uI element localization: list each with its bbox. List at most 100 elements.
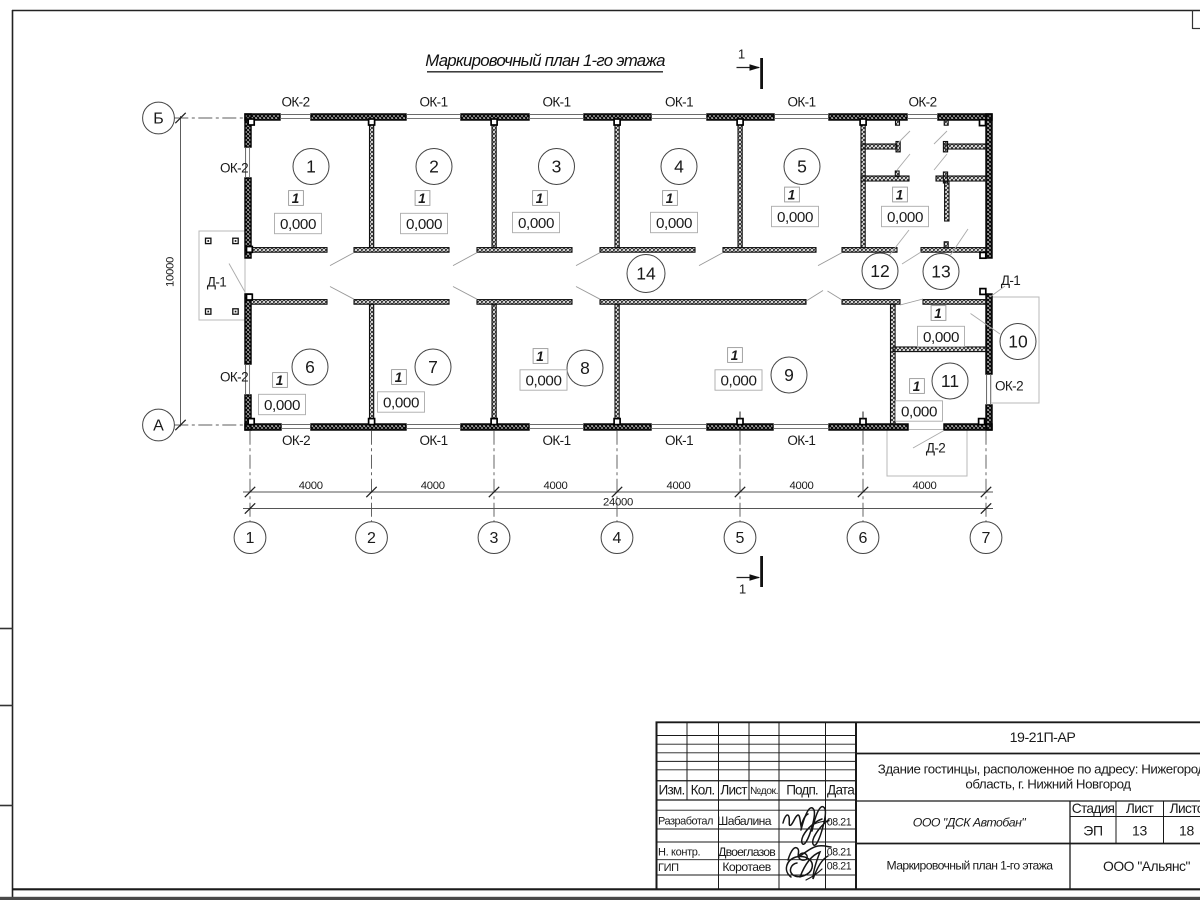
svg-text:08.21: 08.21 [827,816,852,828]
svg-text:Б: Б [153,111,164,128]
svg-text:ОК-2: ОК-2 [909,95,937,110]
svg-text:Н. контр.: Н. контр. [658,847,701,859]
svg-text:ОК-1: ОК-1 [543,95,571,110]
svg-text:7: 7 [982,530,991,547]
svg-text:Подп.: Подп. [786,783,818,798]
svg-text:4000: 4000 [421,480,445,492]
svg-text:Разработал: Разработал [658,816,713,828]
svg-text:13: 13 [1132,823,1147,839]
svg-text:0,000: 0,000 [887,209,923,226]
svg-text:Маркировочный план 1-го этажа: Маркировочный план 1-го этажа [887,859,1054,873]
svg-text:Шабалина: Шабалина [717,814,772,828]
svg-text:1: 1 [246,530,255,547]
svg-text:А: А [153,418,164,435]
svg-text:0,000: 0,000 [280,216,316,233]
svg-text:ОК-1: ОК-1 [665,95,693,110]
svg-text:12: 12 [870,261,889,281]
svg-text:0,000: 0,000 [923,329,959,346]
svg-text:4000: 4000 [667,480,691,492]
svg-text:ОК-1: ОК-1 [665,433,693,448]
svg-text:0,000: 0,000 [777,209,813,226]
svg-text:Двоеглазов: Двоеглазов [718,845,775,859]
svg-text:ЭП: ЭП [1083,823,1103,839]
svg-text:10: 10 [1008,332,1028,352]
svg-text:4000: 4000 [544,480,568,492]
svg-text:Изм.: Изм. [659,783,685,798]
svg-text:13: 13 [931,262,950,282]
svg-text:4000: 4000 [913,480,937,492]
svg-text:ОК-2: ОК-2 [220,161,248,176]
svg-text:2: 2 [367,530,376,547]
svg-text:0,000: 0,000 [720,372,756,389]
svg-text:0,000: 0,000 [525,372,561,389]
svg-text:ОК-2: ОК-2 [220,370,248,385]
svg-text:4: 4 [674,157,684,177]
svg-text:14: 14 [636,264,656,284]
svg-text:Маркировочный план 1-го этажа: Маркировочный план 1-го этажа [425,51,665,70]
svg-text:6: 6 [305,357,315,377]
svg-text:4: 4 [613,530,622,547]
svg-text:24000: 24000 [603,497,633,509]
svg-text:№док.: №док. [750,786,778,797]
svg-text:ОК-2: ОК-2 [995,379,1023,394]
svg-text:1: 1 [913,379,921,394]
svg-text:8: 8 [580,358,590,378]
svg-text:ОК-1: ОК-1 [420,95,448,110]
svg-text:ОК-1: ОК-1 [420,433,448,448]
svg-text:3: 3 [552,157,562,177]
svg-text:1: 1 [739,582,746,597]
svg-text:2: 2 [429,157,439,177]
svg-text:1: 1 [395,370,403,385]
svg-text:5: 5 [736,530,745,547]
svg-text:Кол.: Кол. [691,783,715,798]
svg-text:Лист: Лист [1126,801,1155,816]
svg-text:6: 6 [859,530,868,547]
svg-text:0,000: 0,000 [406,216,442,233]
svg-text:Д-1: Д-1 [1001,273,1020,288]
svg-text:1: 1 [666,191,674,206]
svg-text:3: 3 [490,530,499,547]
svg-text:ОК-1: ОК-1 [787,433,815,448]
svg-text:08.21: 08.21 [827,847,852,859]
svg-text:5: 5 [797,157,807,177]
svg-text:1: 1 [788,187,796,202]
svg-text:1: 1 [731,348,739,363]
svg-text:Стадия: Стадия [1072,801,1115,816]
svg-text:0,000: 0,000 [264,397,300,414]
svg-text:ОК-1: ОК-1 [543,433,571,448]
svg-text:1: 1 [292,191,300,206]
svg-text:1: 1 [306,157,316,177]
svg-text:4000: 4000 [299,480,323,492]
svg-text:08.21: 08.21 [827,860,852,872]
svg-text:18: 18 [1179,823,1194,839]
svg-text:10000: 10000 [165,257,177,287]
svg-text:ООО "ДСК Автобан": ООО "ДСК Автобан" [913,816,1027,830]
svg-text:7: 7 [428,357,438,377]
svg-text:1: 1 [276,373,284,388]
svg-text:0,000: 0,000 [518,215,554,232]
svg-text:область, г. Нижний Новгород: область, г. Нижний Новгород [965,777,1131,792]
svg-text:4000: 4000 [790,480,814,492]
svg-text:1: 1 [536,349,544,364]
svg-text:Д-1: Д-1 [207,275,226,290]
svg-text:Дата: Дата [827,783,855,798]
svg-text:0,000: 0,000 [656,215,692,232]
svg-text:0,000: 0,000 [383,394,419,411]
svg-text:1: 1 [536,191,544,206]
svg-text:ООО "Альянс": ООО "Альянс" [1103,858,1190,874]
svg-text:ОК-2: ОК-2 [282,95,310,110]
svg-text:1: 1 [738,47,745,62]
svg-text:Д-2: Д-2 [926,441,945,456]
svg-text:0,000: 0,000 [901,403,937,420]
svg-text:Коротаев: Коротаев [722,860,770,874]
svg-text:Лист: Лист [720,783,747,798]
svg-text:1: 1 [896,187,904,202]
svg-text:11: 11 [941,371,959,391]
svg-text:ОК-2: ОК-2 [282,433,310,448]
svg-text:1: 1 [418,191,426,206]
svg-text:Здание гостинцы, расположенное: Здание гостинцы, расположенное по адресу… [878,762,1200,777]
svg-text:19-21П-АР: 19-21П-АР [1010,730,1076,746]
svg-text:ГИП: ГИП [658,862,679,874]
svg-text:1: 1 [934,306,942,321]
svg-text:Листов: Листов [1170,801,1200,816]
